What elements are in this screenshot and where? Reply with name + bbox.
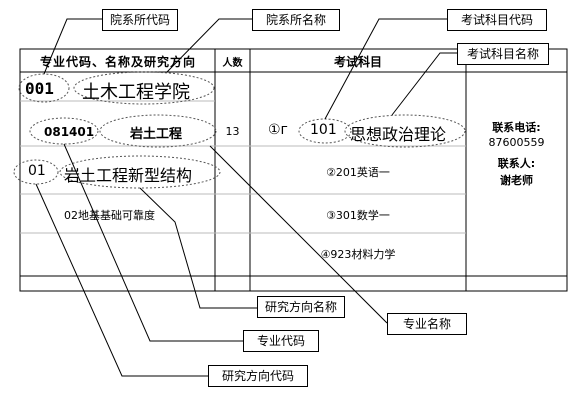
dept-name: 土木工程学院 [82,82,190,103]
direction-code: 01 [28,163,46,179]
callout-dept-name: 院系所名称 [252,9,340,31]
exam3: ③301数学一 [326,209,390,222]
enrollment-count: 13 [225,125,240,138]
callout-dept-code: 院系所代码 [102,9,178,31]
line-research-name [139,187,257,309]
header-exams: 考试科目 [333,55,382,69]
direction-2: 02地基基础可靠度 [64,209,155,222]
callout-exam-name: 考试科目名称 [457,43,549,65]
contact-person-label: 联系人: [497,157,536,170]
dept-code: 001 [25,79,54,98]
callout-major-code: 专业代码 [243,330,319,352]
exam2: ②201英语一 [326,166,390,179]
header-count: 人数 [222,58,243,69]
callout-major-name: 专业名称 [387,313,467,335]
header-major: 专业代码、名称及研究方向 [39,55,196,69]
contact-phone: 87600559 [488,136,545,149]
exam1-name: 思想政治理论 [350,125,447,144]
major-name: 岩土工程 [130,127,183,142]
callout-research-name: 研究方向名称 [257,296,345,318]
contact-person: 谢老师 [500,174,533,187]
exam1-code: 101 [310,122,337,138]
exam1-prefix: ①г [268,122,288,138]
contact-phone-label: 联系电话: [492,121,541,134]
callout-research-code: 研究方向代码 [208,365,308,387]
callout-exam-code: 考试科目代码 [447,9,547,31]
direction-name: 岩土工程新型结构 [64,166,193,185]
exam4: ④923材料力学 [320,248,396,261]
major-code: 081401 [44,125,95,139]
